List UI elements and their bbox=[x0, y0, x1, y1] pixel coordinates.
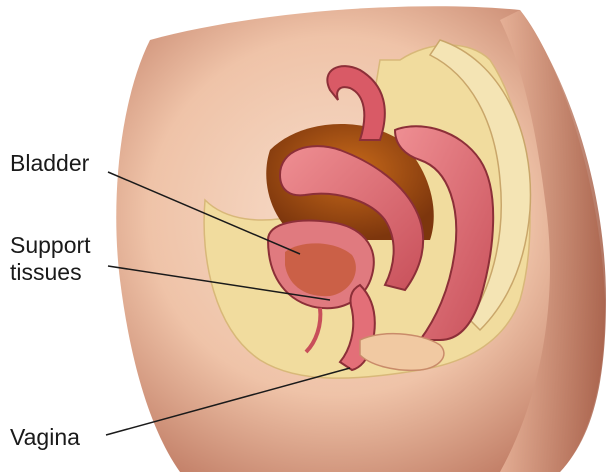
support-tissues-label: Support tissues bbox=[10, 232, 91, 286]
bladder-label: Bladder bbox=[10, 150, 89, 177]
vagina-label: Vagina bbox=[10, 424, 80, 451]
